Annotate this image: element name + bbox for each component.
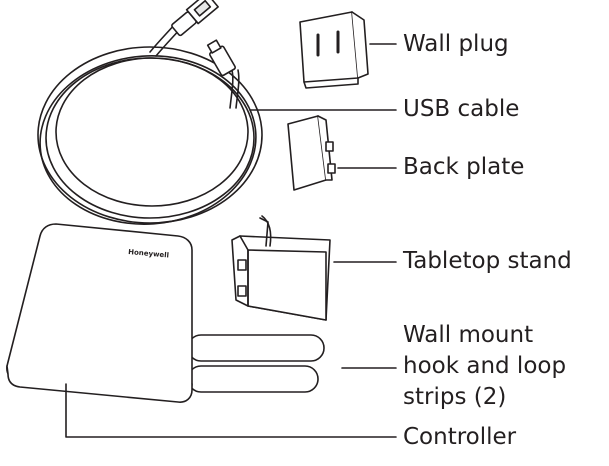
label-usb-cable: USB cable — [403, 96, 520, 122]
hook-and-loop-strips-illustration — [187, 334, 325, 393]
tabletop-stand-illustration — [231, 215, 331, 321]
label-controller: Controller — [403, 424, 517, 450]
label-wall-plug: Wall plug — [403, 31, 509, 57]
brand-logo: Honeywell — [128, 248, 170, 260]
leader-lines — [65, 43, 397, 438]
label-wall-mount-line-3: strips (2) — [403, 384, 507, 410]
label-wall-mount-line-1: Wall mount — [403, 322, 534, 348]
controller-illustration — [6, 223, 193, 403]
label-back-plate: Back plate — [403, 154, 525, 180]
label-tabletop-stand: Tabletop stand — [403, 248, 572, 274]
label-wall-mount-line-2: hook and loop — [403, 353, 567, 379]
usb-cable-illustration — [37, 0, 263, 225]
back-plate-illustration — [287, 115, 336, 191]
wall-plug-illustration — [299, 11, 369, 89]
